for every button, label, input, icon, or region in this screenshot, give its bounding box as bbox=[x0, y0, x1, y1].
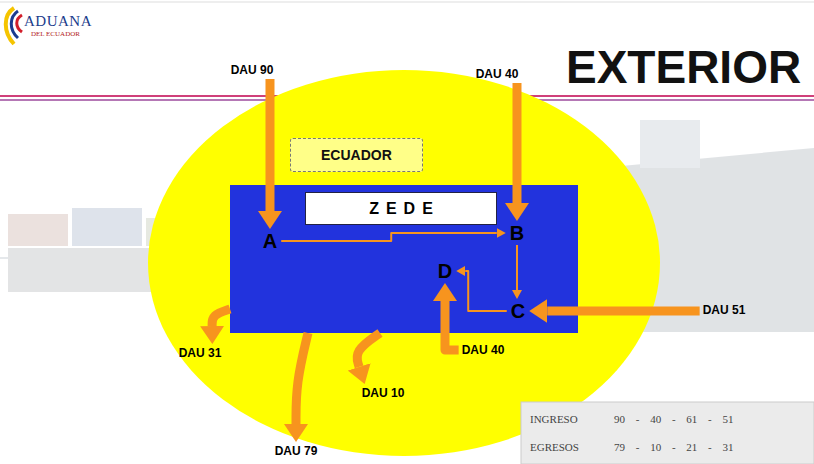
flow-arrow bbox=[296, 333, 308, 424]
point-letter: A bbox=[259, 229, 281, 253]
dau-label: DAU 40 bbox=[459, 341, 508, 359]
flow-arrow bbox=[516, 245, 518, 290]
table-cell: 79 - 10 - 21 - 31 bbox=[614, 441, 734, 454]
table-cell: EGRESOS bbox=[530, 441, 579, 454]
ship-photo bbox=[0, 120, 814, 332]
point-node: A bbox=[259, 229, 281, 253]
flow-arrow bbox=[212, 309, 230, 326]
flow-arrow bbox=[281, 233, 497, 241]
label-holder: EGRESOS bbox=[530, 441, 579, 454]
logo-swirl bbox=[17, 15, 22, 32]
flow-arrow bbox=[512, 83, 521, 203]
label-holder: DEL ECUADOR bbox=[31, 30, 80, 38]
logo-text: ADUANA bbox=[24, 13, 92, 30]
dau-label: DAU 51 bbox=[700, 301, 749, 319]
form-code: DAU 51 bbox=[700, 301, 749, 319]
label-holder: INGRESO bbox=[530, 413, 578, 426]
point-letter: C bbox=[507, 299, 529, 323]
table-cell: 90 - 40 - 61 - 51 bbox=[614, 413, 734, 426]
point-node: D bbox=[434, 259, 456, 283]
form-code: DAU 31 bbox=[176, 344, 225, 362]
dau-label: DAU 31 bbox=[176, 344, 225, 362]
point-node: B bbox=[506, 221, 528, 245]
label-holder: 90 - 40 - 61 - 51 bbox=[614, 413, 734, 426]
label-holder: 79 - 10 - 21 - 31 bbox=[614, 441, 734, 454]
ship-bridge bbox=[640, 120, 700, 168]
point-letter: D bbox=[434, 259, 456, 283]
flow-arrow bbox=[357, 333, 380, 367]
region-name: ECUADOR bbox=[290, 138, 423, 172]
form-code: DAU 10 bbox=[359, 384, 408, 402]
point-letter: B bbox=[506, 221, 528, 245]
point-node: C bbox=[507, 299, 529, 323]
flow-arrow bbox=[265, 79, 274, 211]
page-title: EXTERIOR bbox=[566, 43, 801, 91]
flow-arrow bbox=[445, 301, 459, 350]
country-region: ECUADOR ZEDE A B D C DAU 31 DAU 40 DAU 10 bbox=[148, 70, 660, 456]
dau-label: DAU 79 bbox=[272, 442, 321, 460]
top-rule bbox=[0, 2, 814, 3]
summary-table bbox=[521, 402, 814, 464]
zone-box: ZEDE A B D C bbox=[230, 185, 578, 333]
logo-subtext: DEL ECUADOR bbox=[31, 30, 80, 38]
dau-label: DAU 40 bbox=[473, 65, 522, 83]
label-holder: ADUANA bbox=[24, 13, 92, 30]
form-code: DAU 90 bbox=[228, 61, 277, 79]
label-holder: EXTERIOR bbox=[566, 43, 801, 91]
region-ellipse bbox=[148, 70, 660, 456]
form-code: DAU 40 bbox=[459, 341, 508, 359]
form-code: DAU 40 bbox=[473, 65, 522, 83]
form-code: DAU 79 bbox=[272, 442, 321, 460]
dau-label: DAU 10 bbox=[359, 384, 408, 402]
container bbox=[72, 208, 142, 246]
region-name: ZEDE bbox=[305, 192, 497, 225]
table-cell: INGRESO bbox=[530, 413, 578, 426]
flow-arrow bbox=[465, 271, 507, 311]
flow-arrow bbox=[547, 307, 699, 316]
container bbox=[8, 214, 68, 246]
customs-logo bbox=[6, 8, 22, 44]
dau-label: DAU 90 bbox=[228, 61, 277, 79]
